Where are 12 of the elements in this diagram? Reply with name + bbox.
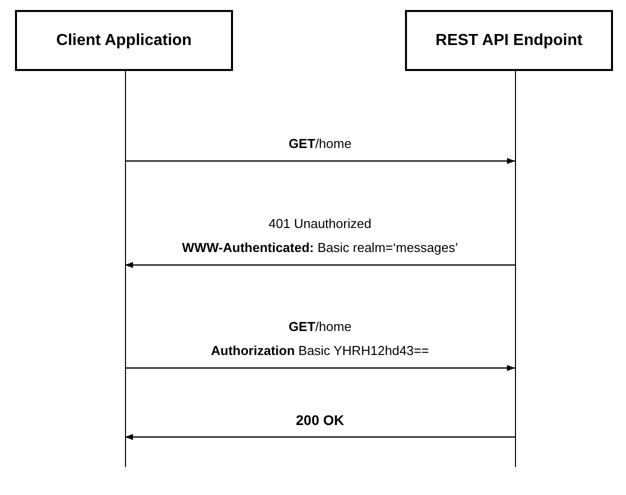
arrow [125, 158, 515, 164]
edge-label: Authorization Basic YHRH12hd43== [211, 342, 429, 360]
edge-label: WWW-Authenticated: Basic realm=‘messages’ [182, 239, 458, 257]
edge-label: GET/home [288, 135, 352, 153]
edge-label: 401 Unauthorized [268, 215, 372, 233]
participant-label: REST API Endpoint [436, 30, 582, 50]
arrow [125, 434, 515, 440]
arrow [125, 365, 515, 371]
edge-label: 200 OK [296, 411, 344, 429]
participant-label: Client Application [56, 30, 192, 50]
arrow [125, 262, 515, 268]
edge-label: GET/home [288, 318, 352, 336]
